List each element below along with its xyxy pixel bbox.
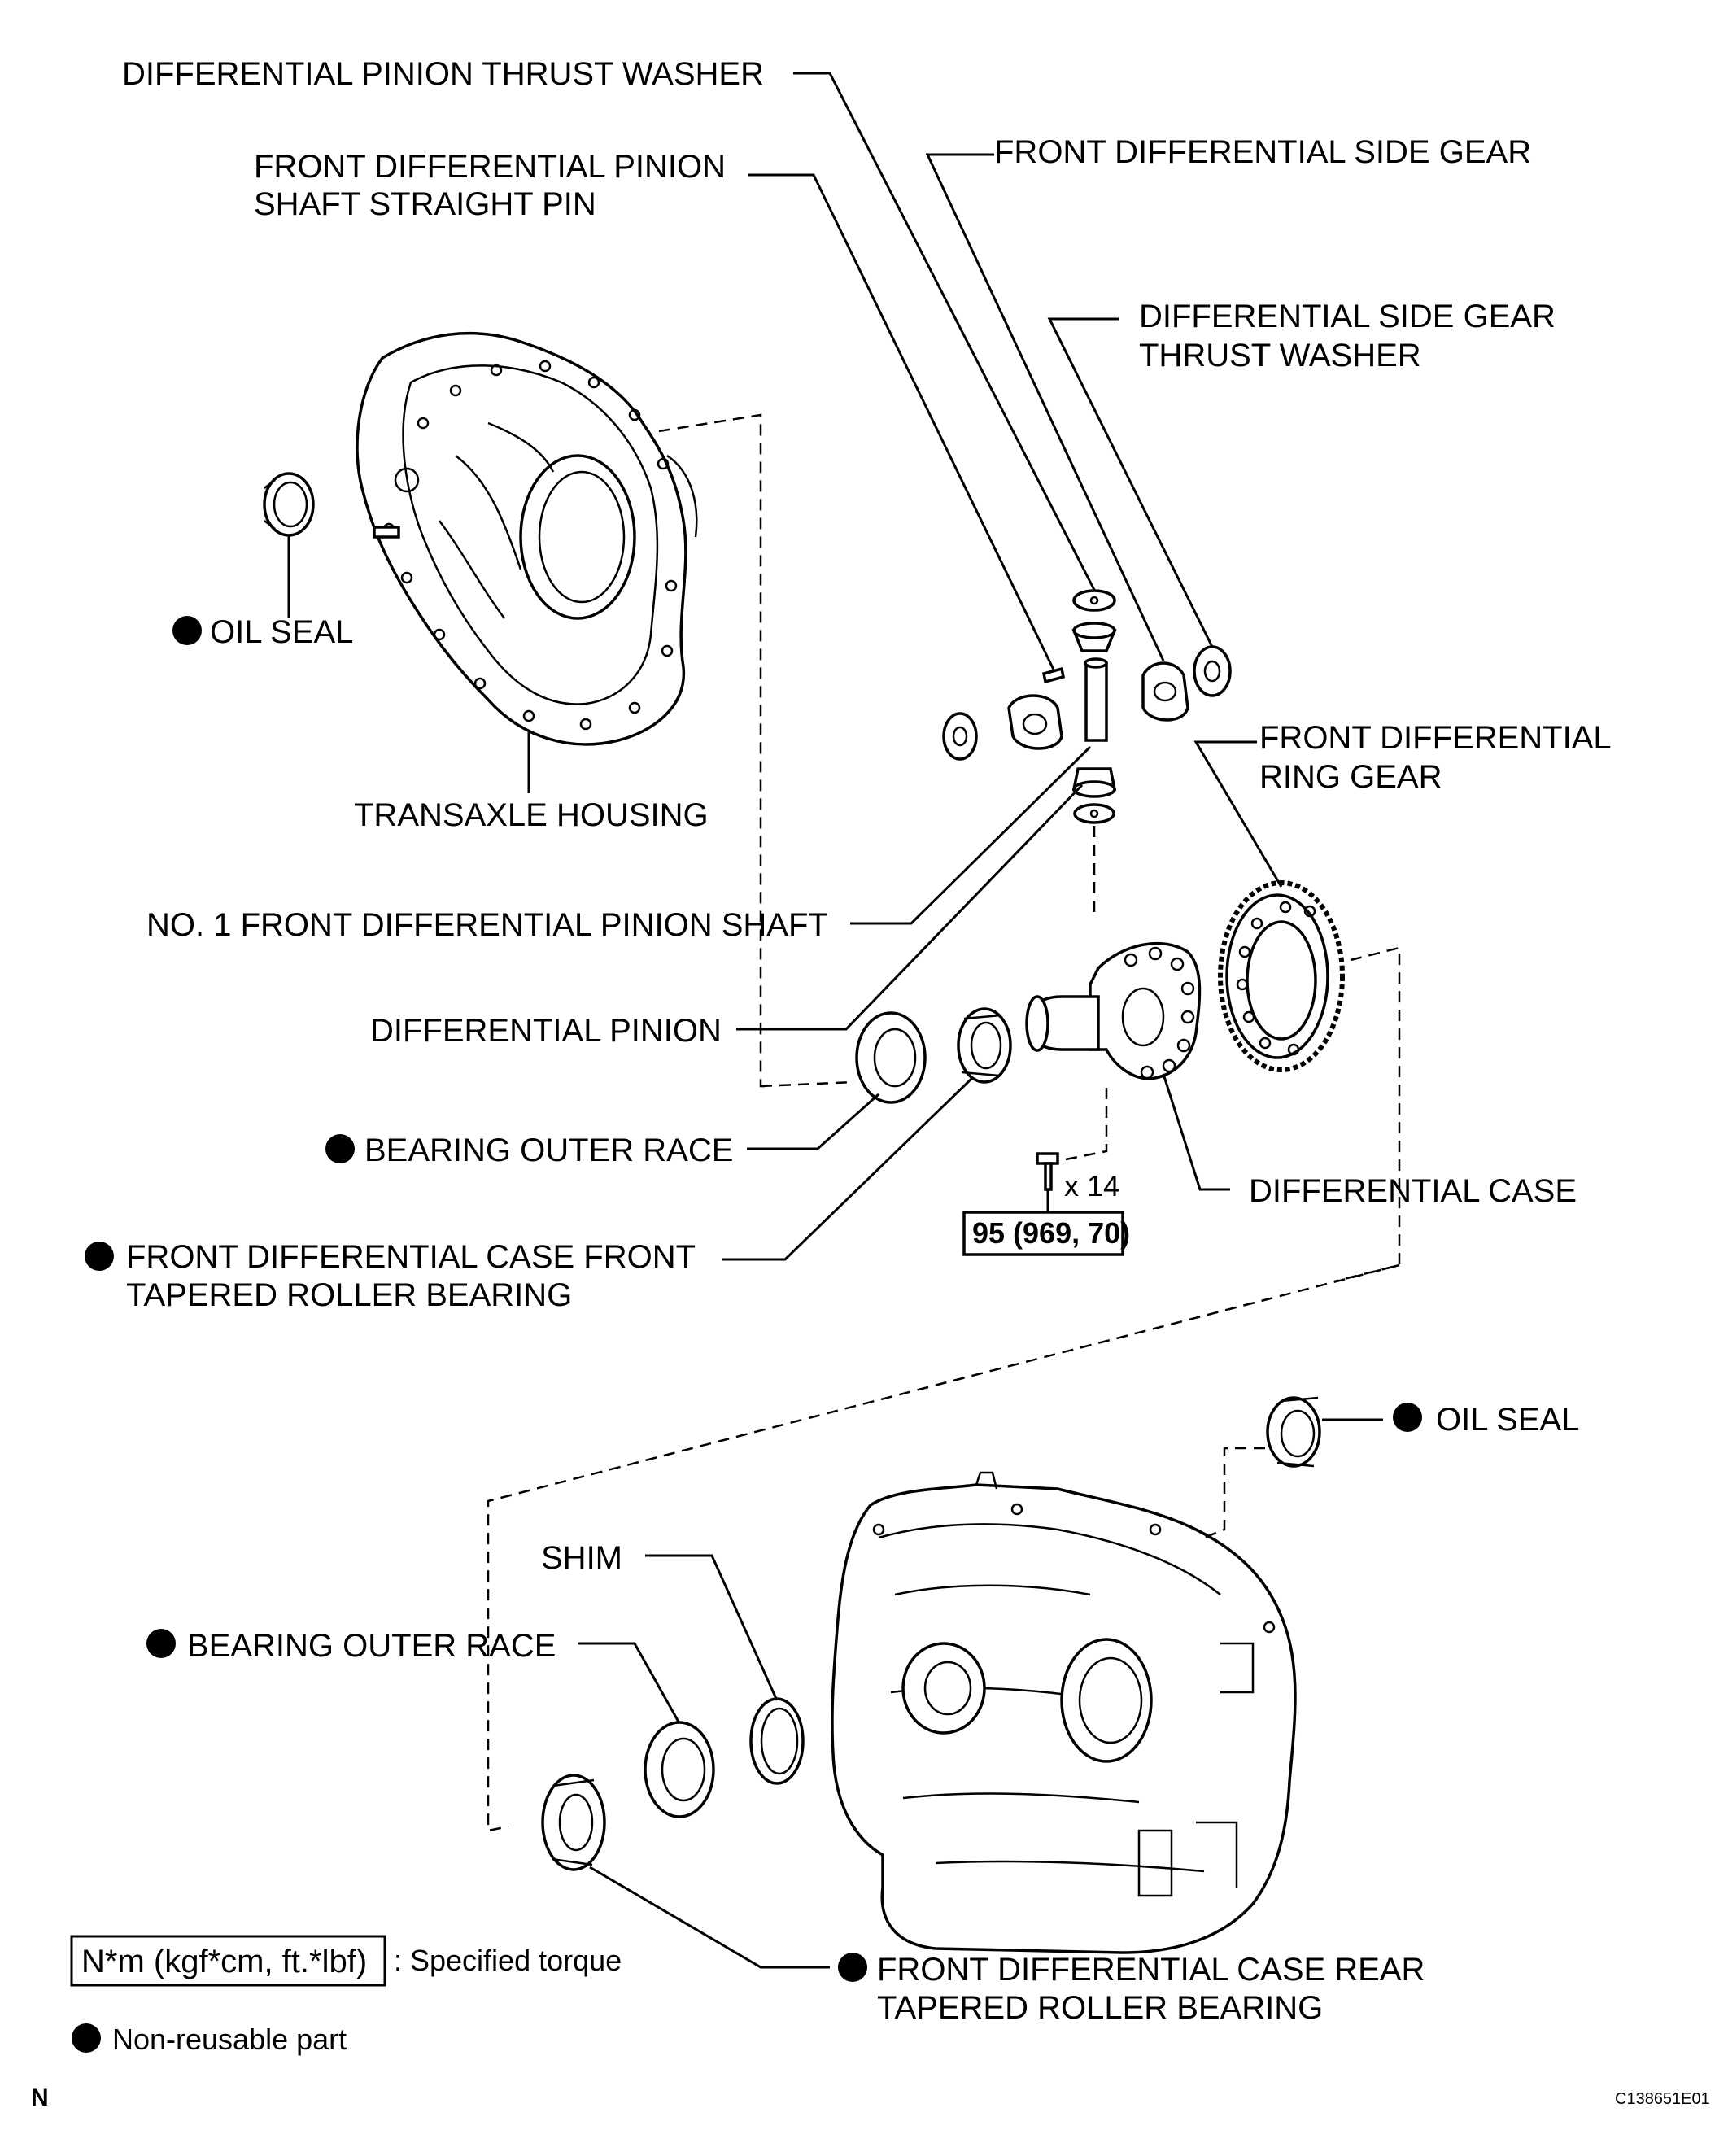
oil-seal-lower-drawing — [1266, 1396, 1321, 1468]
differential-case-leader — [1162, 1073, 1230, 1191]
bearing-outer-race-lower-drawing — [644, 1721, 715, 1818]
legend: N*m (kgf*cm, ft.*lbf) : Specified torque… — [70, 1935, 622, 2056]
front-bearing-leader — [722, 1076, 974, 1261]
non-reusable-marker — [1393, 1403, 1422, 1432]
bearing-outer-race-lower-leader — [578, 1642, 681, 1724]
transaxle-case-drawing — [831, 1471, 1297, 1954]
torque-box — [962, 1211, 1124, 1256]
non-reusable-marker — [172, 616, 202, 645]
oil-seal-upper-drawing — [263, 472, 315, 537]
legend-torque-description: : Specified torque — [394, 1944, 622, 1977]
label-straight-pin-line2: SHAFT STRAIGHT PIN — [254, 186, 596, 222]
label-front-bearing-line1: FRONT DIFFERENTIAL CASE FRONT — [126, 1239, 696, 1275]
label-oil-seal-upper: OIL SEAL — [210, 614, 353, 650]
pinion-shaft-part — [1084, 657, 1108, 742]
label-pinion-thrust-washer: DIFFERENTIAL PINION THRUST WASHER — [122, 56, 764, 92]
label-side-gear-thrust-washer-line2: THRUST WASHER — [1139, 338, 1421, 373]
side-gear-thrust-washer-leader — [1047, 317, 1214, 648]
label-straight-pin-line1: FRONT DIFFERENTIAL PINION — [254, 149, 726, 185]
label-differential-case: DIFFERENTIAL CASE — [1249, 1173, 1577, 1209]
corner-left-mark: N — [31, 2084, 49, 2111]
ring-gear-leader — [1193, 740, 1283, 888]
rear-bearing-leader — [589, 1866, 830, 1969]
non-reusable-marker — [325, 1134, 355, 1163]
oil-seal-lower-dashline — [1203, 1447, 1265, 1539]
differential-pinion-bottom — [1071, 767, 1117, 798]
side-gear-thrust-washer-left — [942, 712, 978, 761]
label-ring-gear-line2: RING GEAR — [1259, 759, 1442, 795]
differential-pinion-top — [1071, 622, 1117, 652]
front-tapered-roller-bearing-drawing — [957, 1007, 1012, 1084]
bolt-quantity: x 14 — [1064, 1169, 1119, 1202]
label-bearing-outer-race-upper: BEARING OUTER RACE — [364, 1133, 733, 1168]
straight-pin-part — [1041, 666, 1066, 684]
label-front-bearing-line2: TAPERED ROLLER BEARING — [126, 1277, 572, 1313]
label-ring-gear-line1: FRONT DIFFERENTIAL — [1259, 720, 1612, 756]
shim-leader — [645, 1554, 779, 1701]
torque-value: 95 (969, 70) — [972, 1216, 1130, 1250]
label-pinion-shaft: NO. 1 FRONT DIFFERENTIAL PINION SHAFT — [146, 907, 828, 943]
label-bearing-outer-race-lower: BEARING OUTER RACE — [187, 1628, 556, 1664]
non-reusable-marker — [146, 1629, 176, 1658]
differential-case-drawing — [1025, 941, 1202, 1080]
label-differential-pinion: DIFFERENTIAL PINION — [370, 1013, 722, 1049]
differential-pinion-leader — [736, 783, 1084, 1031]
label-rear-bearing-line2: TAPERED ROLLER BEARING — [877, 1990, 1323, 2026]
label-rear-bearing-line1: FRONT DIFFERENTIAL CASE REAR — [877, 1952, 1425, 1988]
shim-drawing — [749, 1697, 805, 1785]
rear-tapered-roller-bearing-drawing — [541, 1774, 606, 1871]
side-gear-right — [1141, 661, 1189, 722]
figure-code: C138651E01 — [1615, 2090, 1710, 2108]
legend-non-reusable-text: Non-reusable part — [112, 2023, 347, 2056]
label-side-gear: FRONT DIFFERENTIAL SIDE GEAR — [994, 134, 1531, 170]
legend-torque-box — [70, 1935, 386, 1987]
bearing-outer-race-upper-drawing — [855, 1011, 927, 1104]
label-transaxle-housing: TRANSAXLE HOUSING — [354, 797, 709, 833]
label-shim: SHIM — [541, 1540, 622, 1576]
label-side-gear-thrust-washer-line1: DIFFERENTIAL SIDE GEAR — [1139, 299, 1556, 334]
bolt-drawing — [1036, 1152, 1059, 1191]
pinion-thrust-washer-leader — [793, 72, 1096, 591]
pinion-shaft-leader — [850, 745, 1092, 925]
bearing-outer-race-upper-leader — [747, 1093, 879, 1150]
straight-pin-leader — [748, 173, 1055, 670]
legend-torque-units: N*m (kgf*cm, ft.*lbf) — [81, 1944, 367, 1979]
non-reusable-marker — [838, 1953, 867, 1982]
transaxle-housing-drawing — [356, 331, 698, 746]
bolt-dashline — [1065, 1086, 1108, 1161]
lower-assembly-dashline — [487, 1263, 1400, 1832]
race-dashline — [760, 1080, 855, 1088]
pinion-thrust-washer-top — [1072, 589, 1116, 612]
ring-gear-drawing — [1218, 880, 1345, 1072]
legend-non-reusable-icon — [72, 2023, 101, 2053]
side-gear-left — [1007, 694, 1063, 750]
side-gear-thrust-washer-right — [1193, 645, 1232, 697]
ring-gear-dashline — [1333, 946, 1401, 1283]
side-gear-leader — [925, 153, 1165, 661]
non-reusable-marker — [85, 1242, 114, 1271]
label-oil-seal-lower: OIL SEAL — [1436, 1402, 1579, 1438]
pinion-thrust-washer-bottom — [1073, 803, 1115, 824]
